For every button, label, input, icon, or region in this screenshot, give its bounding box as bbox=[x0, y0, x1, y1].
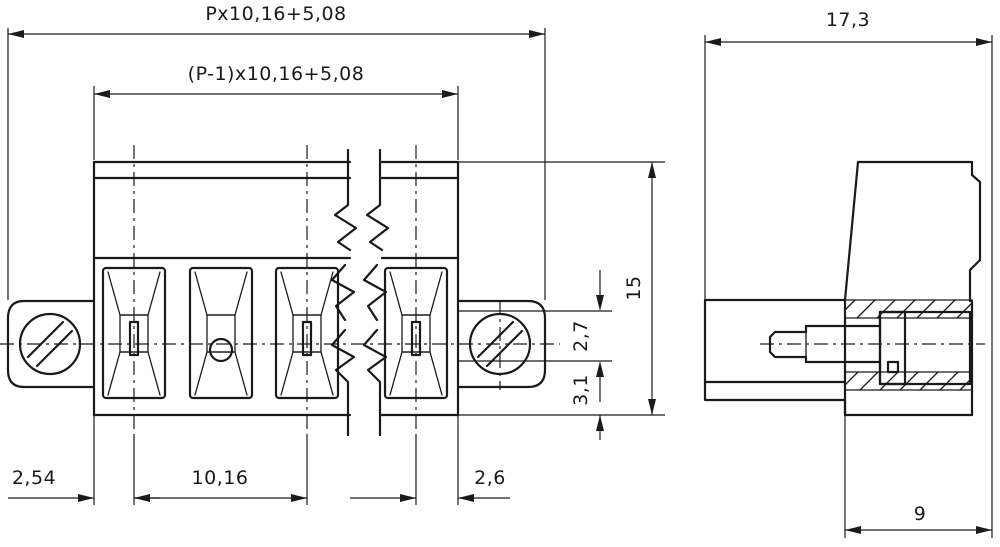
terminal-opening-2 bbox=[188, 266, 254, 400]
break-line-left-lower bbox=[330, 263, 356, 437]
dim-depth-label: 17,3 bbox=[826, 9, 870, 31]
front-view bbox=[0, 145, 560, 437]
dim-bottom-offset-label: 3,1 bbox=[570, 374, 592, 406]
dim-pitch-label: 10,16 bbox=[192, 467, 249, 489]
side-body-step bbox=[703, 298, 847, 417]
dim-height-label: 15 bbox=[623, 275, 645, 300]
dim-pin-length-label: 9 bbox=[914, 503, 927, 525]
left-screw-slot bbox=[26, 320, 74, 368]
dim-left-offset-label: 2,54 bbox=[12, 467, 56, 489]
front-dimensions: Px10,16+5,08 (P-1)x10,16+5,08 2,54 10,16… bbox=[7, 3, 665, 505]
dim-inner-width-label: (P-1)x10,16+5,08 bbox=[188, 63, 365, 85]
dim-total-width-label: Px10,16+5,08 bbox=[205, 3, 346, 25]
side-hatch-region bbox=[844, 299, 973, 391]
front-body-outline-right bbox=[380, 160, 460, 417]
right-screw-slot bbox=[476, 320, 524, 368]
side-body-outline bbox=[703, 160, 982, 417]
side-dimensions: 17,3 9 bbox=[704, 9, 993, 538]
dim-screw-spacing-label: 2,7 bbox=[570, 320, 592, 352]
side-view bbox=[703, 160, 985, 417]
break-line-left-upper bbox=[333, 148, 358, 252]
front-body-outline-left bbox=[92, 160, 352, 417]
break-line-right-upper bbox=[365, 148, 390, 252]
break-line-right-lower bbox=[362, 263, 388, 437]
dim-flange-label: 2,6 bbox=[474, 467, 506, 489]
